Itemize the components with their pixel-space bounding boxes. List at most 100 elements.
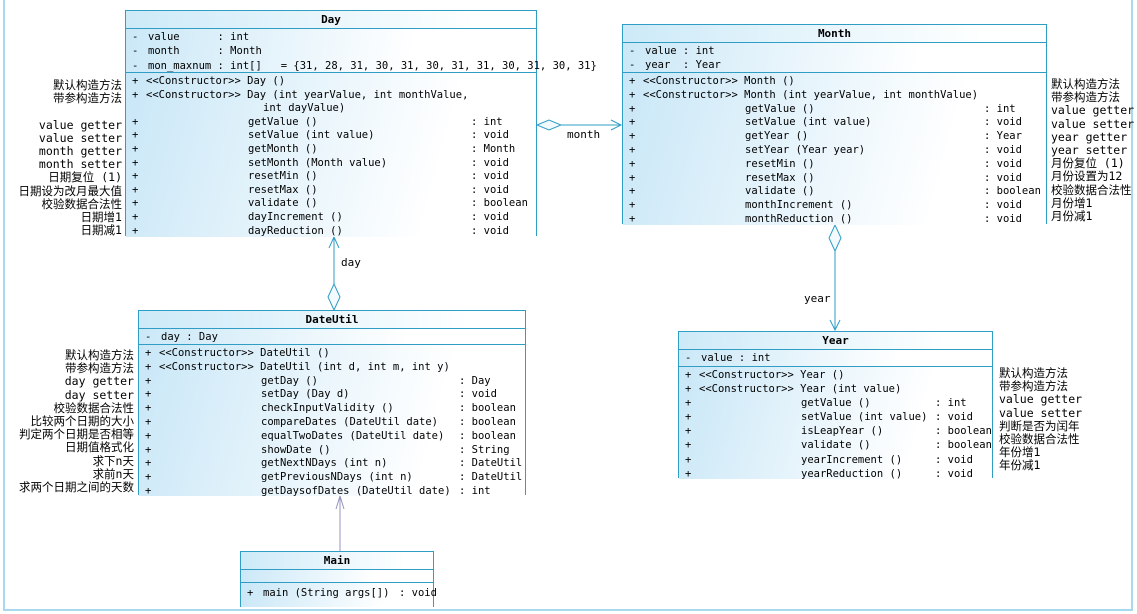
method-row: +dayIncrement (): void [126, 211, 536, 225]
method-row: +getMonth (): Month [126, 143, 536, 157]
class-main[interactable]: Main +main (String args[]): void [240, 551, 437, 607]
attribute-text: value : int [645, 45, 715, 57]
visibility-marker: + [145, 347, 152, 359]
method-signature: setValue (int value) [801, 411, 928, 424]
method-row: +setValue (int value): void [623, 116, 1046, 130]
canvas-edge-left [3, 0, 5, 611]
class-dateutil[interactable]: DateUtil -day : Day +<<Constructor>> Dat… [138, 310, 526, 497]
visibility-marker: + [629, 88, 636, 101]
return-type: : void [471, 210, 509, 223]
return-type: : boolean [935, 439, 992, 452]
annotation-line: 月份减1 [1051, 208, 1093, 223]
relation-month-year[interactable] [828, 223, 842, 332]
method-row: +resetMax (): void [126, 184, 536, 198]
method-signature: isLeapYear () [801, 425, 884, 438]
methods-compartment: +main (String args[]): void [241, 583, 437, 607]
attribute-row: -value : int [623, 45, 1046, 59]
annotation-line: 默认构造方法 [53, 78, 122, 92]
return-type: : void [984, 116, 1022, 129]
annotation-line: 校验数据合法性 [53, 400, 135, 415]
annotation-line: 日期减1 [80, 223, 122, 238]
annotation-line: value getter [1051, 103, 1135, 118]
annotation-line: 月份复位 (1) [1051, 156, 1125, 171]
visibility-marker: + [629, 75, 636, 87]
return-type: : DateUtil [459, 471, 523, 484]
visibility-marker: + [685, 397, 692, 410]
visibility-marker: + [685, 369, 692, 381]
visibility-marker: + [132, 156, 139, 169]
visibility-marker: + [629, 212, 636, 225]
method-row: +yearReduction (): void [679, 468, 992, 482]
return-type: : void [984, 143, 1022, 156]
annotation-line: 日期值格式化 [65, 440, 134, 455]
method-row: +<<Constructor>> Year () [679, 369, 992, 383]
annotation-line: 带参构造方法 [65, 361, 134, 376]
attribute-text: mon_maxnum : int[] = {31, 28, 31, 30, 31… [148, 59, 597, 72]
visibility-marker: + [629, 130, 636, 143]
annotation-line: 判断是否为闰年 [999, 418, 1080, 433]
class-day[interactable]: Day -value : int-month : Month-mon_maxnu… [125, 10, 597, 239]
visibility-marker: + [145, 360, 152, 373]
canvas-edge-right [1131, 0, 1133, 611]
relation-day-month[interactable] [535, 119, 623, 131]
method-signature: <<Constructor>> Day () [146, 75, 286, 87]
method-signature: <<Constructor>> Month (int yearValue, in… [643, 88, 979, 101]
method-row: +setMonth (Month value): void [126, 157, 536, 171]
method-row: + <<Constructor>> Month (int yearValue, i… [623, 89, 1046, 103]
return-type: : int [984, 102, 1016, 115]
method-row: + <<Constructor>> DateUtil (int d, int m,… [139, 361, 525, 375]
relation-dateutil-day[interactable] [327, 235, 341, 312]
return-type: : boolean [459, 429, 516, 442]
method-row: +getValue (): int [126, 116, 536, 130]
method-row: +getDay (): Day [139, 375, 525, 389]
method-signature: checkInputValidity () [261, 402, 394, 415]
visibility-marker: + [145, 402, 152, 415]
aggregation-diamond [535, 119, 563, 131]
method-signature: validate () [745, 185, 815, 198]
class-month[interactable]: Month -value : int-year : Year +<<Constr… [622, 24, 1047, 225]
relation-label-month: month [567, 128, 601, 141]
visibility-marker: - [132, 59, 139, 72]
method-signature: setMonth (Month value) [248, 156, 388, 169]
method-signature: equalTwoDates (DateUtil date) [261, 429, 445, 442]
annotation-line: 带参构造方法 [999, 379, 1068, 394]
visibility-marker: + [132, 142, 139, 155]
return-type: : void [984, 212, 1022, 225]
return-type: : int [459, 484, 491, 497]
method-row: +isLeapYear (): boolean [679, 425, 992, 439]
method-signature: getNextNDays (int n) [261, 457, 388, 470]
attribute-row: -value : int [679, 352, 992, 366]
visibility-marker: + [629, 157, 636, 170]
return-type: : Month [471, 142, 516, 155]
annotation-line: month setter [38, 157, 122, 172]
return-type: : boolean [459, 415, 516, 428]
visibility-marker: + [132, 115, 139, 128]
annotation-line: 校验数据合法性 [1051, 182, 1132, 197]
relation-main-dateutil[interactable] [335, 494, 345, 551]
visibility-marker: - [145, 331, 152, 343]
annotation-line: value setter [38, 130, 122, 145]
method-signature: getValue () [801, 397, 871, 410]
return-type: : Year [984, 130, 1022, 143]
annotation-line: 比较两个日期的大小 [30, 413, 135, 428]
method-signature: <<Constructor>> Year (int value) [699, 383, 902, 396]
method-signature: validate () [801, 439, 871, 452]
method-row: +validate (): boolean [623, 185, 1046, 199]
method-signature: <<Constructor>> DateUtil (int d, int m, … [159, 360, 450, 373]
visibility-marker: + [629, 102, 636, 115]
visibility-marker: + [145, 429, 152, 442]
method-row: +setDay (Day d): void [139, 388, 525, 402]
method-signature: resetMin () [745, 157, 815, 170]
class-year[interactable]: Year -value : int +<<Constructor>> Year … [678, 331, 993, 482]
attribute-text: month : Month [148, 45, 262, 58]
attrs-compartment: -value : int [679, 350, 992, 367]
method-row: +dayReduction (): void [126, 225, 536, 239]
method-signature: dayReduction () [248, 224, 343, 237]
methods-compartment: +<<Constructor>> Year ()+<<Constructor>>… [679, 367, 992, 482]
visibility-marker: + [685, 439, 692, 452]
annotation-line: 年份减1 [999, 458, 1041, 473]
method-signature: yearIncrement () [801, 453, 903, 466]
